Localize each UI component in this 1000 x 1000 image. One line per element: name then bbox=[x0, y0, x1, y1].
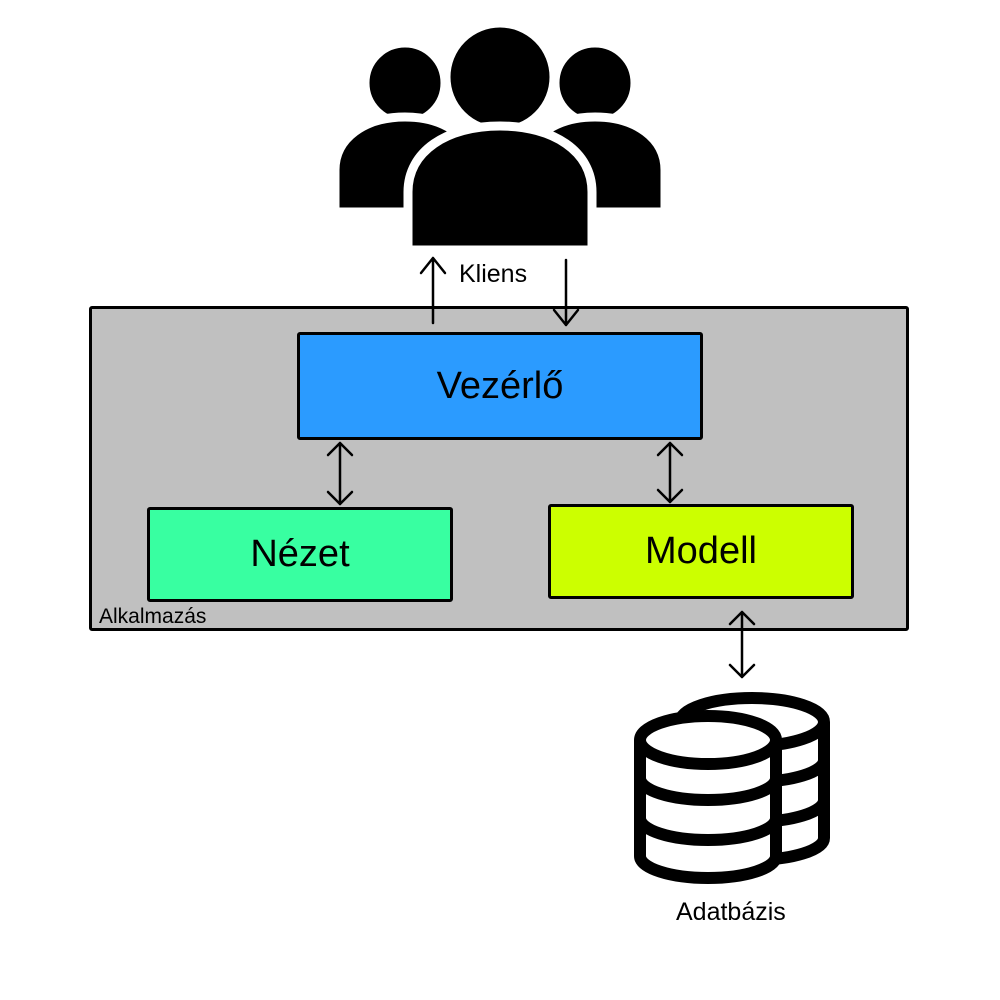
model-box: Modell bbox=[548, 504, 854, 599]
arrow-controller-to-client bbox=[419, 256, 447, 325]
arrow-controller-model bbox=[656, 441, 684, 504]
client-label: Kliens bbox=[459, 260, 528, 288]
arrow-model-database bbox=[728, 610, 756, 679]
view-box: Nézet bbox=[147, 507, 453, 602]
users-group-icon bbox=[330, 18, 670, 255]
application-label: Alkalmazás bbox=[99, 605, 207, 628]
controller-box: Vezérlő bbox=[297, 332, 703, 440]
database-label: Adatbázis bbox=[676, 898, 786, 926]
arrow-controller-view bbox=[326, 441, 354, 506]
arrow-client-to-controller bbox=[552, 258, 580, 327]
